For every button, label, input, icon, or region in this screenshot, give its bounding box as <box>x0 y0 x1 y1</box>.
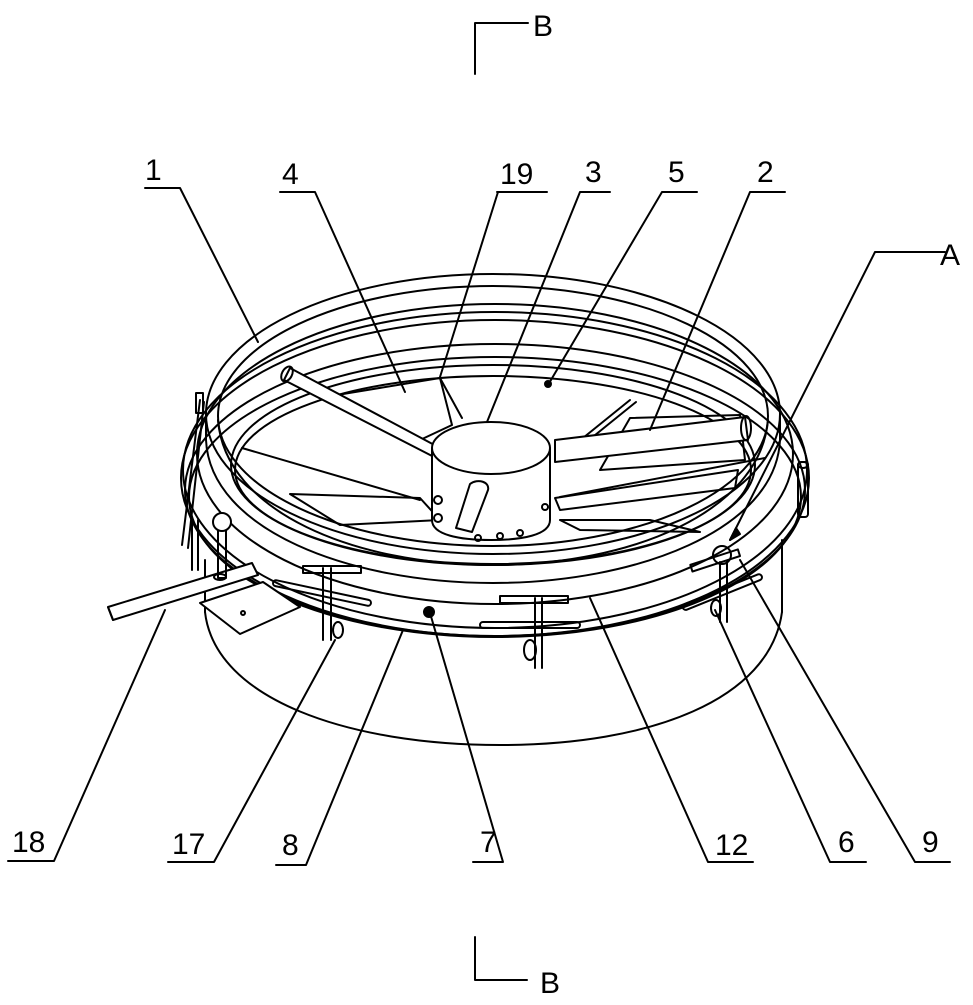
fan-blades <box>241 377 766 533</box>
leader-arrow-a <box>729 527 741 541</box>
callout-9: 9 <box>922 826 939 859</box>
callout-3: 3 <box>585 156 602 189</box>
section-label-bottom: B <box>540 967 560 1000</box>
detail-mark-a: A <box>940 239 960 272</box>
section-mark-top: B <box>474 10 553 75</box>
central-hub <box>431 421 551 542</box>
callout-5: 5 <box>668 156 685 189</box>
leader-lines-bottom <box>7 559 951 866</box>
section-mark-bottom: B <box>474 936 560 1000</box>
callout-6: 6 <box>838 826 855 859</box>
callout-12: 12 <box>715 829 748 862</box>
callout-1: 1 <box>145 154 162 187</box>
callout-17: 17 <box>172 828 205 861</box>
callout-19: 19 <box>500 158 533 191</box>
leader-lines-top <box>144 187 946 541</box>
callout-4: 4 <box>282 158 299 191</box>
handle-arm <box>107 512 301 635</box>
callout-2: 2 <box>757 156 774 189</box>
section-label-top: B <box>533 10 553 43</box>
callout-7: 7 <box>480 826 497 859</box>
callout-18: 18 <box>12 826 45 859</box>
inner-ring <box>230 364 756 566</box>
clamp-bolts <box>181 392 809 669</box>
callout-8: 8 <box>282 829 299 862</box>
